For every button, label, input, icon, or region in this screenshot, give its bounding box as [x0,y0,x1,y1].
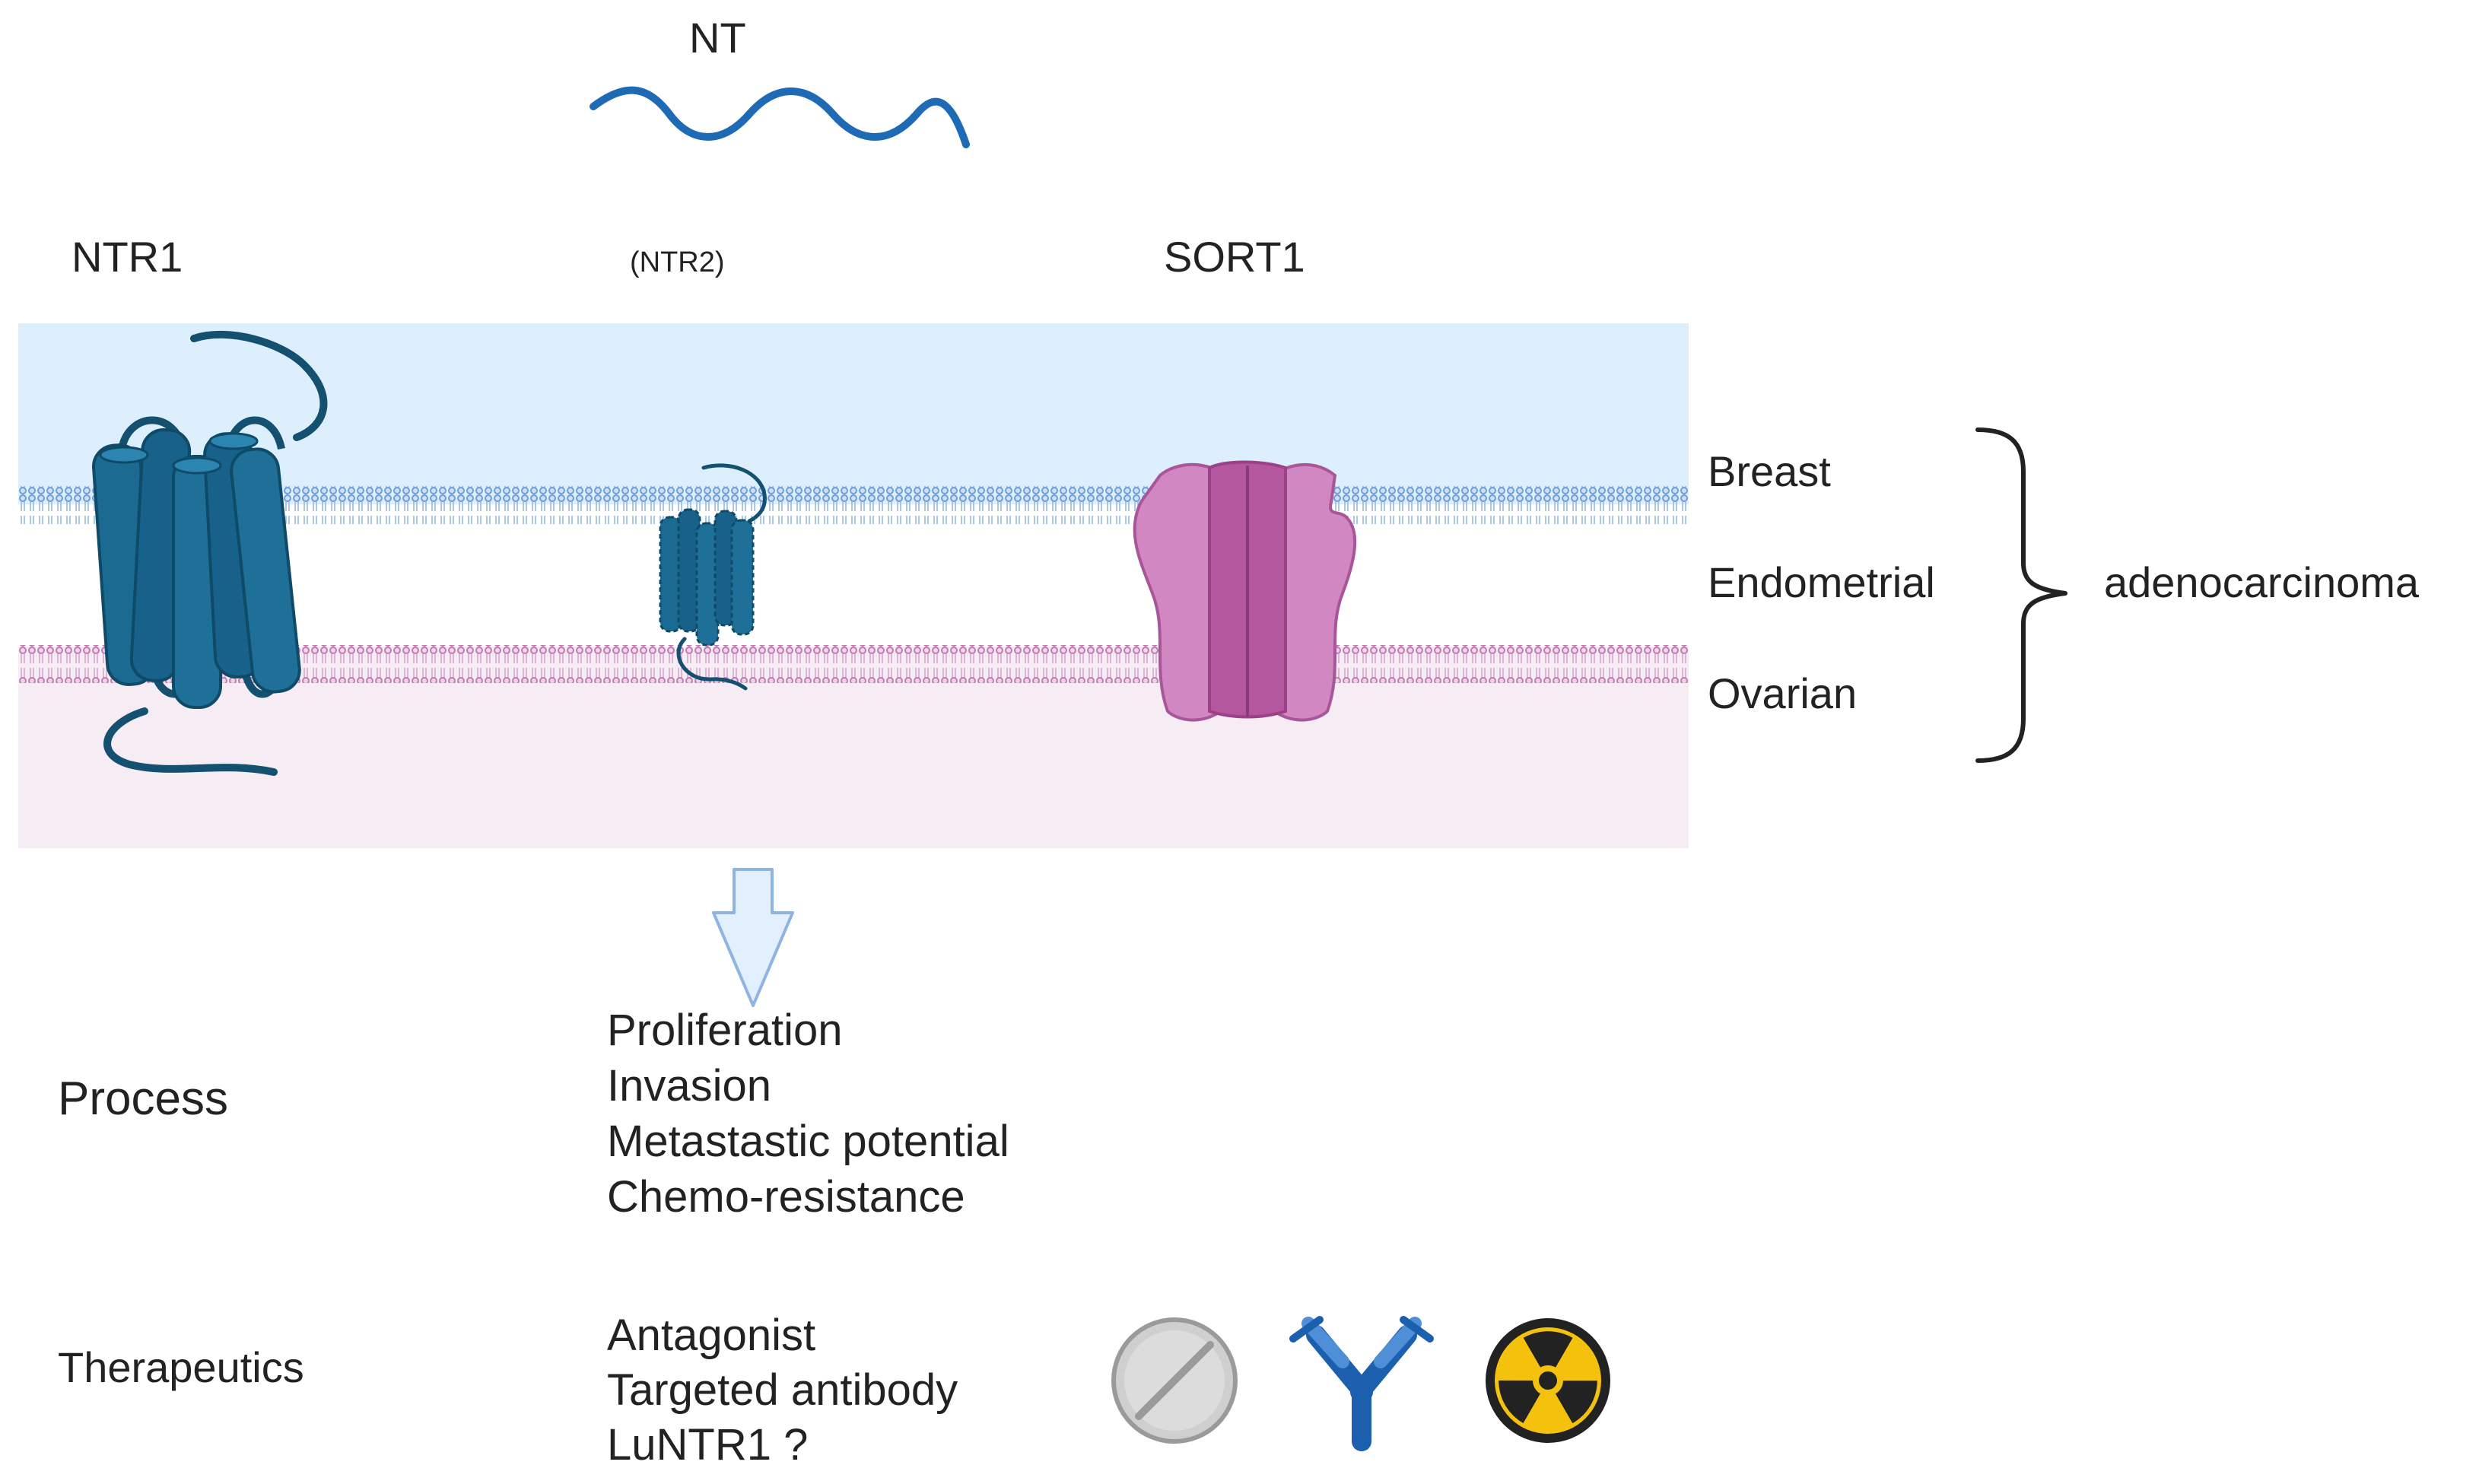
ntr2-label: (NTR2) [630,246,725,278]
therapeutic-item: Antagonist [607,1311,816,1360]
therapeutic-item: Targeted antibody [607,1365,958,1415]
therapeutics-list: Antagonist Targeted antibody LuNTR1 ? [607,1308,958,1473]
therapeutics-title: Therapeutics [58,1343,304,1391]
cancer-ovarian: Ovarian [1708,669,1858,717]
nt-ligand-wave [590,86,970,148]
process-item: Metastastic potential [607,1117,1009,1166]
radiation-icon [1486,1318,1610,1443]
antibody-icon [1289,1316,1434,1451]
process-list: Proliferation Invasion Metastastic poten… [607,1003,1009,1225]
adenocarcinoma-label: adenocarcinoma [2104,558,2420,606]
extracellular-space [18,323,1689,504]
ntr1-label: NTR1 [72,233,183,281]
process-item: Chemo-resistance [607,1172,965,1222]
outer-membrane [18,486,1689,524]
sort1-receptor-icon [1133,460,1357,722]
cancer-endometrial: Endometrial [1708,558,1935,606]
ntr1-receptor-icon [92,330,328,776]
process-item: Invasion [607,1061,772,1111]
ntr2-receptor-icon [659,463,767,691]
cancer-breast: Breast [1708,447,1831,495]
process-item: Proliferation [607,1006,843,1055]
cancer-bracket [1975,427,2067,763]
pill-icon [1111,1317,1238,1444]
process-title: Process [58,1072,228,1125]
down-arrow-icon [712,868,794,1007]
sort1-label: SORT1 [1164,233,1305,281]
cytoplasm-region [18,504,1689,647]
therapeutic-item: LuNTR1 ? [607,1420,809,1470]
nt-label: NT [689,14,746,62]
